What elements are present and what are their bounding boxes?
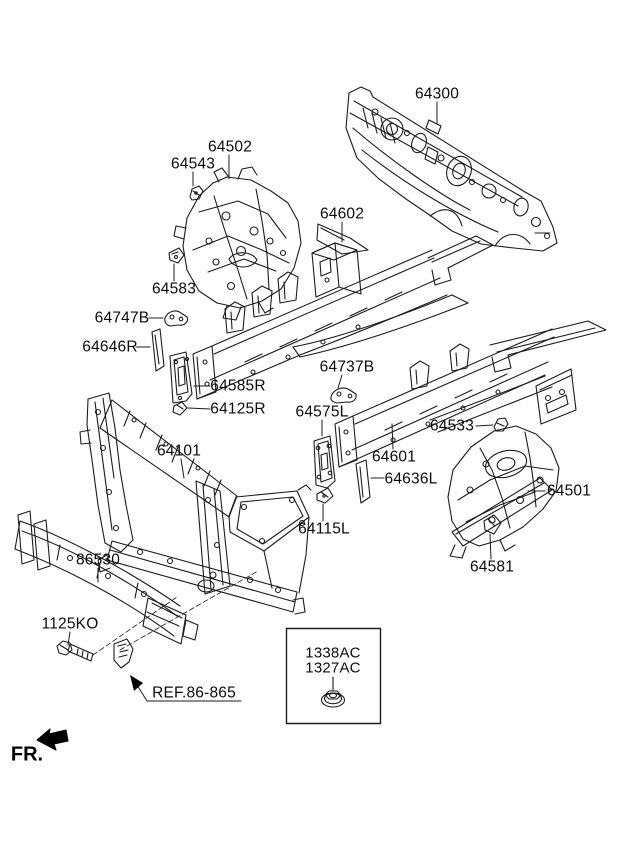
part-label-64115L: 64115L	[298, 520, 350, 538]
fastener-box	[285, 627, 382, 725]
part-label-64581: 64581	[469, 558, 515, 576]
bracket-64585R-drawing	[169, 351, 193, 404]
clip-64115L-drawing	[316, 487, 334, 504]
part-label-64636L: 64636L	[384, 470, 438, 488]
part-label-64533: 64533	[429, 417, 475, 435]
front-direction-label: FR.	[10, 743, 44, 766]
bracket-64575L-drawing	[313, 435, 336, 489]
part-label-64101: 64101	[156, 442, 202, 460]
part-label-64543: 64543	[170, 155, 216, 173]
panel-64636L-drawing	[355, 459, 371, 504]
fr-direction-arrow-icon	[36, 728, 69, 751]
part-label-64502: 64502	[207, 138, 253, 156]
part-label-86530: 86530	[75, 551, 121, 569]
bracket-64583-drawing	[168, 247, 185, 264]
part-label-64646R: 64646R	[82, 338, 138, 356]
ref-arrowhead-icon	[130, 675, 143, 691]
side-member-64601-drawing	[334, 320, 607, 468]
fender-apron-64501-drawing	[447, 425, 560, 559]
bracket-64747B-drawing	[164, 310, 189, 327]
part-label-64737B: 64737B	[319, 358, 375, 376]
fastener-box-line2: 1327AC	[305, 659, 361, 677]
part-label-64125R: 64125R	[210, 400, 266, 418]
part-label-64575L: 64575L	[295, 403, 349, 421]
bracket-64737B-drawing	[330, 387, 357, 404]
part-label-1125KO: 1125KO	[41, 615, 99, 633]
part-label-64585R: 64585R	[210, 377, 266, 395]
ref-bracket-drawing	[113, 638, 134, 669]
clip-64125R-drawing	[172, 401, 188, 416]
bumper-beam-86530-drawing	[14, 510, 199, 645]
fender-apron-64502-drawing	[173, 166, 302, 321]
label-tab-64300	[425, 119, 442, 135]
part-label-64601: 64601	[371, 448, 417, 466]
part-label-64583: 64583	[151, 280, 197, 298]
part-label-64501: 64501	[546, 482, 592, 500]
radiator-support-64101-drawing	[79, 392, 312, 615]
leader-lines	[67, 101, 546, 702]
part-label-64602: 64602	[319, 205, 365, 223]
part-label-64747B: 64747B	[94, 309, 150, 327]
reference-label: REF.86-865	[152, 684, 236, 702]
fastener-box-line1: 1338AC	[305, 644, 361, 662]
flange-nut-icon	[320, 690, 346, 708]
side-member-64602-drawing	[192, 235, 494, 400]
dash-panel-64300-drawing	[316, 86, 558, 255]
bracket-64581-drawing	[483, 514, 502, 535]
part-label-64300: 64300	[414, 85, 460, 103]
bolt-icon	[56, 640, 94, 662]
bracket-64543-drawing	[189, 185, 204, 201]
projection-lines	[92, 570, 259, 656]
panel-64646R-drawing	[151, 328, 165, 372]
